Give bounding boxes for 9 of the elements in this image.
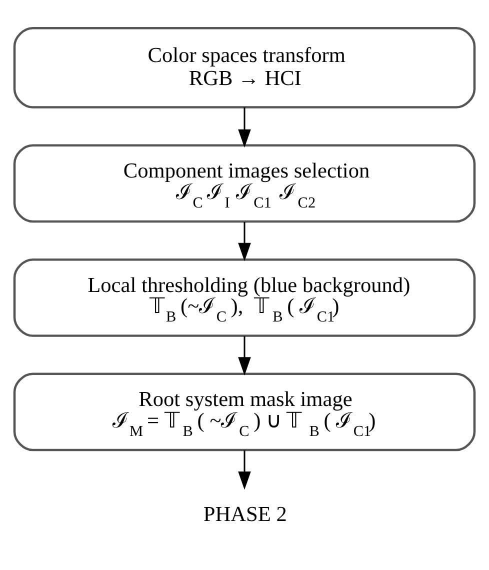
arrow — [238, 222, 251, 261]
arrow — [238, 450, 251, 490]
node-text: PHASE 2 — [203, 502, 287, 526]
node-box: Component images selection ℐ$_{C}$ ℐ$_{I}$ ℐ$_{C1}$ ℐ$_{C2}$ — [13, 144, 476, 222]
arrow — [238, 336, 251, 375]
arrow — [238, 106, 251, 148]
node-box: Root system mask image ℐ$_{M}$ = 𝕋$_{B}$ ( ~ℐ$_{C}$ ) ∪ 𝕋$_{B}$ ( ℐ$_{C1}$) — [13, 372, 476, 451]
node-box: Color spaces transform RGB → HCI — [13, 26, 476, 108]
node-box: Local thresholding (blue background) 𝕋$_{B}$ (~ℐ$_{C}$ ), 𝕋$_{B}$ ( ℐ$_{C1}$) — [13, 258, 476, 336]
